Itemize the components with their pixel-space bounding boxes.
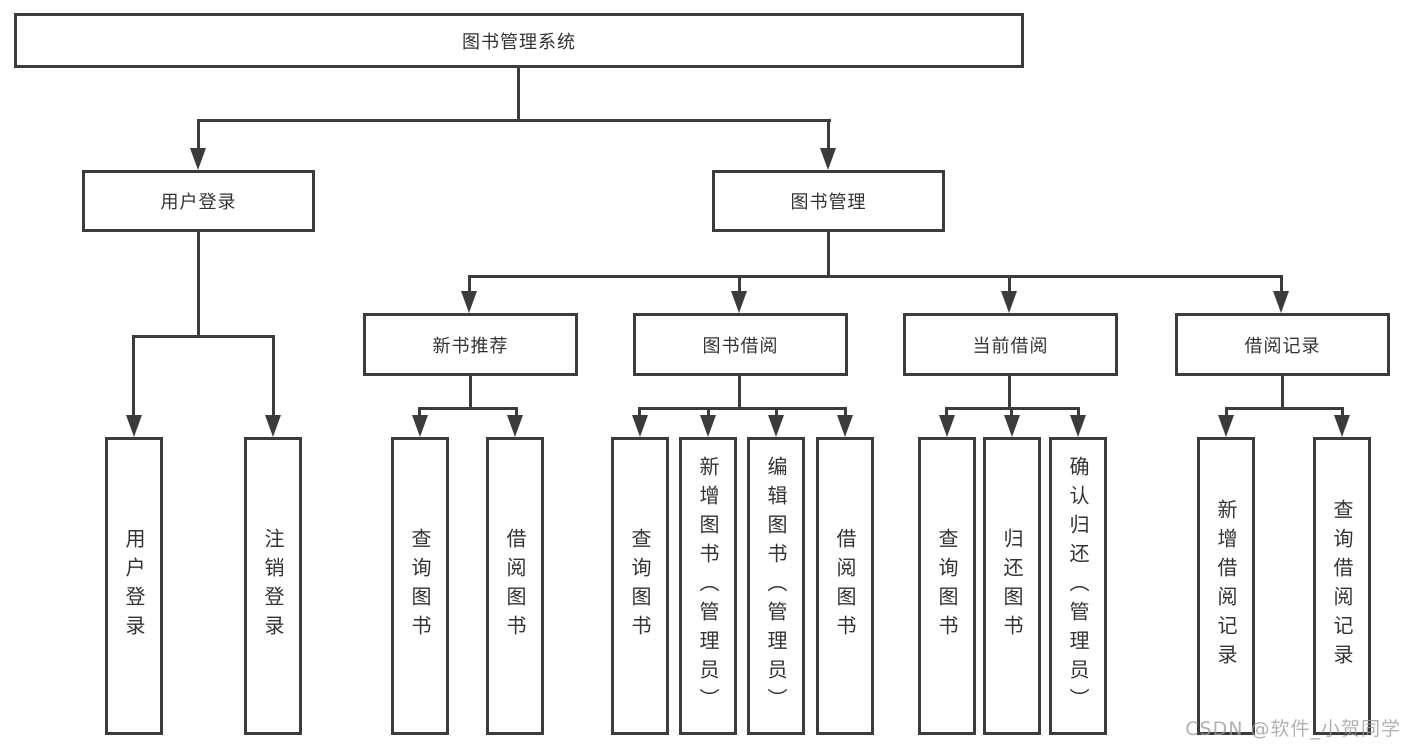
connector-book-borrow-rail — [638, 407, 847, 410]
arrowhead — [1218, 415, 1234, 437]
node-leaf-bb-query-book: 查询图书 — [611, 437, 669, 735]
node-borrow-records: 借阅记录 — [1175, 313, 1390, 376]
connector-book-borrow-stem — [738, 376, 741, 410]
leaf-label: 注销登录 — [261, 528, 285, 644]
node-leaf-br-add-record: 新增借阅记录 — [1197, 437, 1255, 735]
arrowhead-current-borrow — [1001, 291, 1017, 313]
arrowhead-leaf-login — [126, 415, 142, 437]
connector-drop-leaf-logout — [272, 335, 275, 419]
connector-root-stem — [517, 68, 520, 122]
node-leaf-cb-return-book: 归还图书 — [983, 437, 1041, 735]
connector-user-login-rail — [132, 335, 275, 338]
arrowhead — [837, 415, 853, 437]
node-leaf-rec-query-book: 查询图书 — [391, 437, 449, 735]
connector-new-book-stem — [469, 376, 472, 410]
arrowhead-book-mgmt — [820, 148, 836, 170]
node-current-borrow: 当前借阅 — [903, 313, 1118, 376]
leaf-label: 用户登录 — [122, 528, 146, 644]
node-root: 图书管理系统 — [14, 13, 1024, 68]
connector-drop-user-login — [197, 119, 200, 153]
connector-drop-book-borrow — [738, 275, 741, 295]
connector-book-mgmt-rail — [468, 275, 1282, 278]
connector-drop — [515, 407, 518, 419]
node-leaf-user-login: 用户登录 — [105, 437, 163, 735]
connector-drop — [945, 407, 948, 419]
node-leaf-cb-query-book: 查询图书 — [918, 437, 976, 735]
connector-new-book-rail — [418, 407, 518, 410]
node-leaf-rec-borrow-book: 借阅图书 — [486, 437, 544, 735]
arrowhead — [939, 415, 955, 437]
leaf-label: 新增借阅记录 — [1214, 499, 1238, 673]
leaf-label: 查询图书 — [408, 528, 432, 644]
connector-current-borrow-stem — [1008, 376, 1011, 410]
node-leaf-cb-confirm-return: 确认归还（管理员） — [1049, 437, 1107, 735]
node-new-book-rec: 新书推荐 — [363, 313, 578, 376]
leaf-label: 查询图书 — [628, 528, 652, 644]
arrowhead-leaf-logout — [265, 415, 281, 437]
connector-drop — [775, 407, 778, 419]
connector-drop — [638, 407, 641, 419]
arrowhead — [700, 415, 716, 437]
arrowhead — [1070, 415, 1086, 437]
connector-drop — [1010, 407, 1013, 419]
node-leaf-bb-add-book: 新增图书（管理员） — [679, 437, 737, 735]
node-leaf-br-query-record: 查询借阅记录 — [1313, 437, 1371, 735]
csdn-watermark: CSDN @软件_小贺同学 — [1185, 718, 1401, 740]
connector-borrow-records-stem — [1281, 376, 1284, 410]
connector-drop-borrow-records — [1280, 275, 1283, 295]
arrowhead-new-book — [461, 291, 477, 313]
connector-root-rail — [197, 119, 831, 122]
node-user-login: 用户登录 — [82, 170, 315, 232]
leaf-label: 借阅图书 — [833, 528, 857, 644]
leaf-label: 查询图书 — [935, 528, 959, 644]
connector-drop-new-book — [468, 275, 471, 295]
leaf-label: 借阅图书 — [503, 528, 527, 644]
node-leaf-bb-borrow-book: 借阅图书 — [816, 437, 874, 735]
arrowhead-book-borrow — [731, 291, 747, 313]
leaf-label: 查询借阅记录 — [1330, 499, 1354, 673]
arrowhead — [1004, 415, 1020, 437]
connector-borrow-records-rail — [1225, 407, 1344, 410]
connector-drop — [418, 407, 421, 419]
connector-user-login-stem — [197, 232, 200, 338]
leaf-label: 编辑图书（管理员） — [764, 455, 788, 717]
connector-drop — [1225, 407, 1228, 419]
leaf-label: 新增图书（管理员） — [696, 455, 720, 717]
arrowhead — [632, 415, 648, 437]
node-leaf-logout: 注销登录 — [244, 437, 302, 735]
arrowhead — [768, 415, 784, 437]
leaf-label: 确认归还（管理员） — [1066, 455, 1090, 717]
connector-drop — [1341, 407, 1344, 419]
connector-drop-current-borrow — [1008, 275, 1011, 295]
leaf-label: 归还图书 — [1000, 528, 1024, 644]
arrowhead — [412, 415, 428, 437]
node-leaf-bb-edit-book: 编辑图书（管理员） — [747, 437, 805, 735]
arrowhead — [507, 415, 523, 437]
arrowhead-user-login — [190, 148, 206, 170]
arrowhead-borrow-records — [1273, 291, 1289, 313]
connector-drop — [707, 407, 710, 419]
node-book-mgmt: 图书管理 — [712, 170, 945, 232]
connector-drop — [844, 407, 847, 419]
connector-drop-leaf-login — [132, 335, 135, 419]
node-book-borrow: 图书借阅 — [633, 313, 848, 376]
arrowhead — [1334, 415, 1350, 437]
connector-drop — [1077, 407, 1080, 419]
connector-drop-book-mgmt — [827, 119, 830, 153]
connector-book-mgmt-stem — [827, 232, 830, 278]
